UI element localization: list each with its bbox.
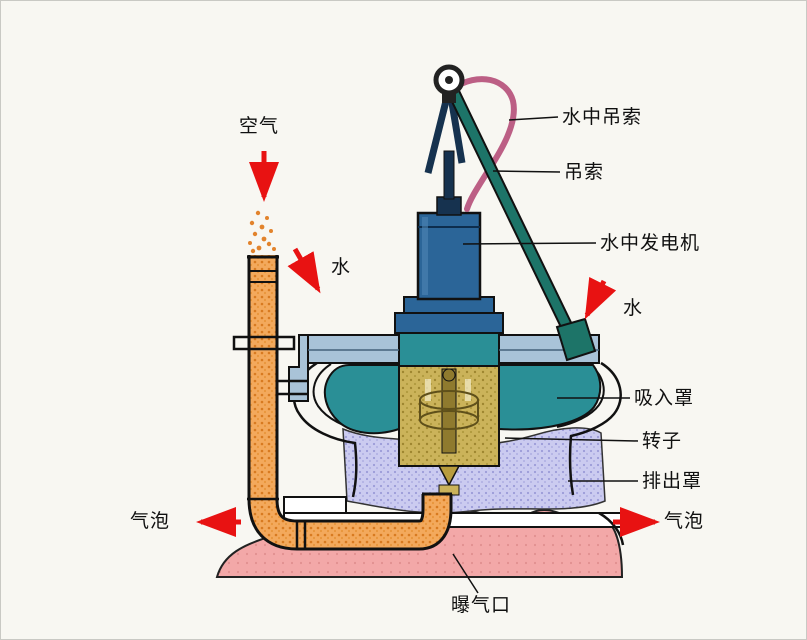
leader-rotor [504,437,639,442]
motor-highlight [422,217,428,295]
sling-bar [447,88,597,362]
arrow-water-right [584,276,617,320]
motor-flange-lower [394,312,504,334]
tube-clamp [232,335,296,351]
flow-arrows [196,151,660,537]
leader-lines [452,116,639,594]
plate-left [307,334,400,364]
hanger-straps [424,96,466,174]
lifting-ring [433,64,465,103]
label-water-left: 水 [331,257,352,278]
hood-center [396,330,502,370]
label-underwater-motor: 水中发电机 [600,233,701,254]
ring-mount [442,93,456,103]
rotor-glint-right [465,379,471,401]
lifting-rod [443,150,455,200]
leader-motor [462,242,597,245]
label-sling: 吊索 [564,162,605,183]
label-water-right: 水 [623,298,644,319]
strap-left [424,96,451,174]
rotor-hub [442,368,456,382]
label-discharge-hood: 排出罩 [642,471,703,492]
rotor-chamber [398,365,500,496]
label-aeration-port: 曝气口 [451,595,512,616]
base-foot-left [283,496,347,514]
leader-underwater-sling [508,116,559,121]
leader-aeration-port [452,553,479,594]
label-air: 空气 [239,116,280,137]
hoist-cable [449,76,517,212]
hood-right [498,364,602,431]
strap-right [447,96,466,164]
hood-left [323,364,400,435]
motor-neck [436,196,462,216]
base-outlet-right [598,511,625,546]
label-bubbles-right: 气泡 [664,511,705,532]
label-rotor: 转子 [642,431,683,452]
air-spray [248,210,276,254]
label-underwater-sling: 水中吊索 [562,107,643,128]
rotor-cone [437,465,461,487]
sling-core [448,89,574,333]
ring-pin [445,76,453,84]
leader-sling [492,170,561,173]
casing-right-outer [568,361,622,496]
sling-end-block [555,317,597,362]
motor-assembly [394,150,504,334]
plate-left-bracket [288,334,309,402]
label-suction-hood: 吸入罩 [634,388,695,409]
label-bubbles-left: 气泡 [130,511,171,532]
air-pipe [232,255,453,551]
rotor-glint-left [425,379,431,401]
pipe-core [250,255,450,548]
impeller-sides [419,400,479,420]
suction-hood [323,330,602,435]
arrow-water-left [287,247,321,294]
